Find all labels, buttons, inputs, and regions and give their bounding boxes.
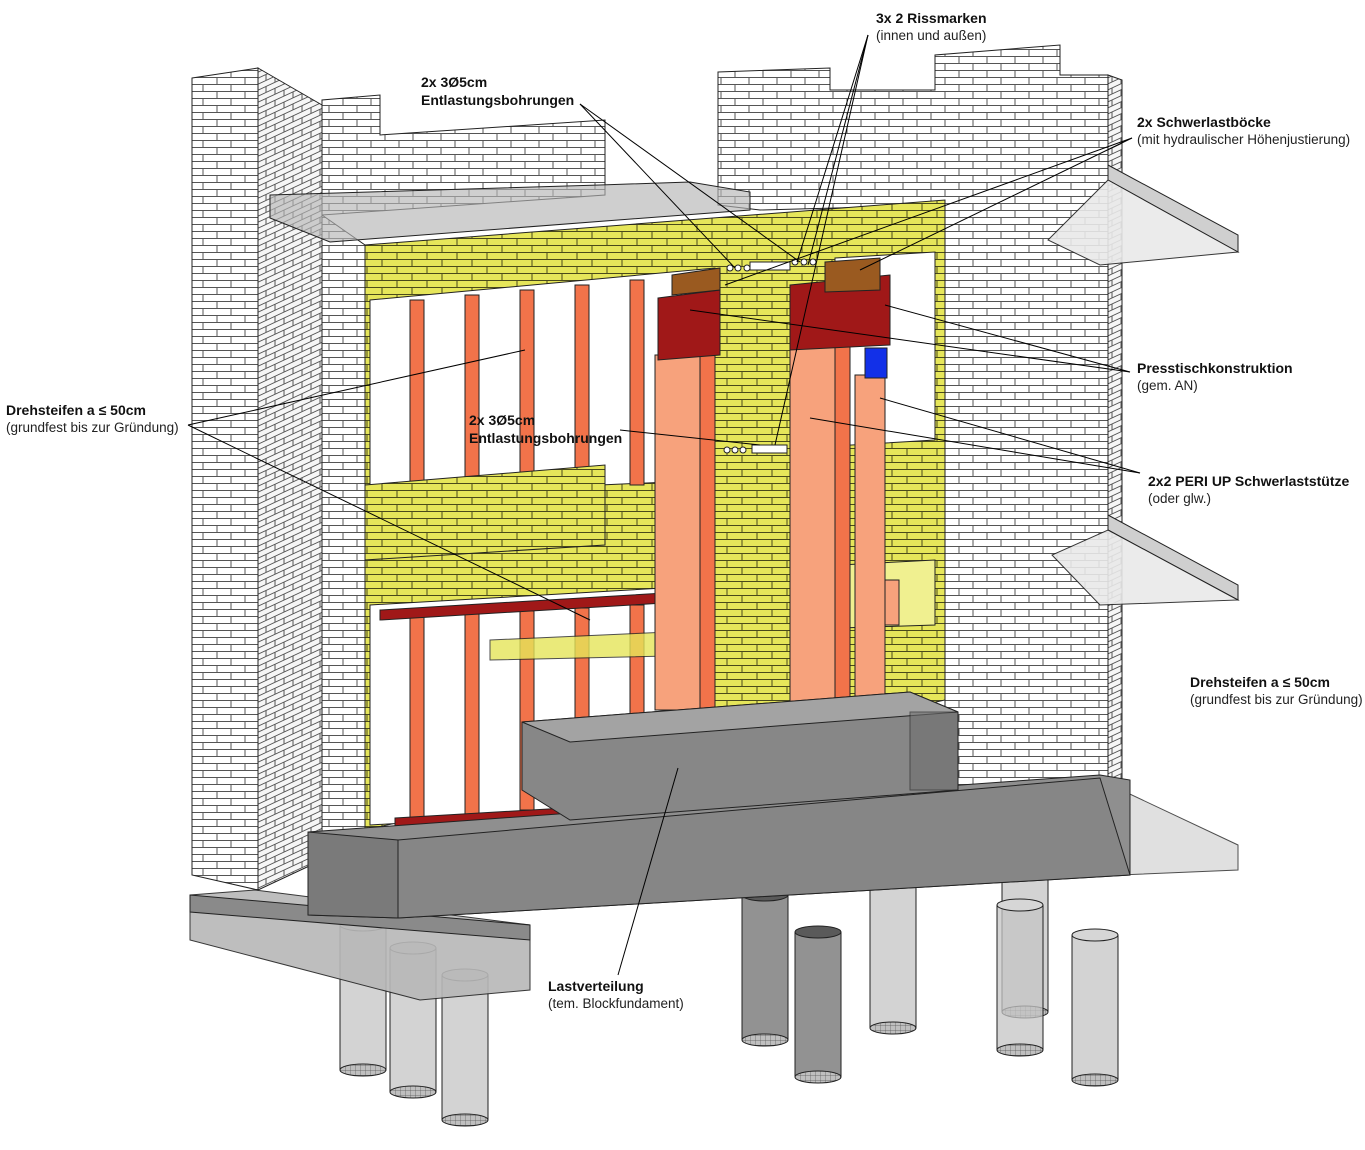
label-drehsteifen-left-title: Drehsteifen a ≤ 50cm [6,402,146,418]
label-lastverteilung-sub: (tem. Blockfundament) [548,995,684,1011]
label-peri-title: 2x2 PERI UP Schwerlaststütze [1148,473,1350,489]
label-drehsteifen-right: Drehsteifen a ≤ 50cm (grundfest bis zur … [1190,674,1363,708]
label-schwerlastboecke: 2x Schwerlastböcke (mit hydraulischer Hö… [1137,114,1350,148]
upper-prop-row [409,279,645,486]
right-small-prop-2 [884,579,900,626]
label-drehsteifen-right-sub: (grundfest bis zur Gründung) [1190,691,1363,707]
hydraulic-jack-far [864,347,888,379]
label-bohrungen-top: 2x 3Ø5cm Entlastungsbohrungen [421,74,574,109]
label-bohrungen-top-sub: Entlastungsbohrungen [421,91,575,108]
heavy-shore-left [654,267,721,711]
upper-prop-1 [409,299,425,486]
label-drehsteifen-left: Drehsteifen a ≤ 50cm (grundfest bis zur … [6,402,179,436]
label-rissmarken: 3x 2 Rissmarken (innen und außen) [876,10,987,44]
label-rissmarken-title: 3x 2 Rissmarken [876,10,987,26]
lower-prop-1 [409,616,425,823]
label-bohrungen-mid-sub: Entlastungsbohrungen [469,429,623,446]
pile-8 [996,898,1044,1057]
top-slab-glass [269,181,751,243]
label-rissmarken-sub: (innen und außen) [876,27,987,43]
pile-6 [869,875,917,1035]
right-floor-slabs [1047,164,1240,876]
upper-prop-3 [519,289,535,486]
label-peri-sub: (oder glw.) [1148,490,1212,506]
upper-prop-4 [574,284,590,486]
label-bohrungen-mid: 2x 3Ø5cm Entlastungsbohrungen [469,412,622,447]
pile-5 [794,925,842,1084]
label-lastverteilung: Lastverteilung (tem. Blockfundament) [548,978,684,1012]
foundation-beams [189,774,1131,1001]
pile-9 [1071,928,1119,1087]
label-schwerlastboecke-sub: (mit hydraulischer Höhenjustierung) [1137,131,1351,147]
label-bohrungen-top-title: 2x 3Ø5cm [421,74,488,90]
relief-drilling-marks [723,258,817,454]
upper-prop-2 [464,294,480,486]
upper-prop-5 [629,279,645,486]
temporary-block-foundation [521,691,959,821]
left-masonry-tower [191,67,606,891]
lower-prop-2 [464,613,480,817]
pile-4 [741,888,789,1047]
mid-yellow-band [364,464,606,561]
label-bohrungen-mid-title: 2x 3Ø5cm [469,412,536,428]
label-presstisch: Presstischkonstruktion (gem. AN) [1137,360,1293,394]
label-drehsteifen-right-title: Drehsteifen a ≤ 50cm [1190,674,1330,690]
label-schwerlastboecke-title: 2x Schwerlastböcke [1137,114,1271,130]
label-presstisch-title: Presstischkonstruktion [1137,360,1293,376]
label-lastverteilung-title: Lastverteilung [548,978,644,994]
steel-press-table-left [657,289,721,361]
label-peri: 2x2 PERI UP Schwerlaststütze (oder glw.) [1148,473,1349,507]
label-drehsteifen-left-sub: (grundfest bis zur Gründung) [6,419,179,435]
label-presstisch-sub: (gem. AN) [1137,377,1198,393]
leader-lines [187,34,1141,976]
